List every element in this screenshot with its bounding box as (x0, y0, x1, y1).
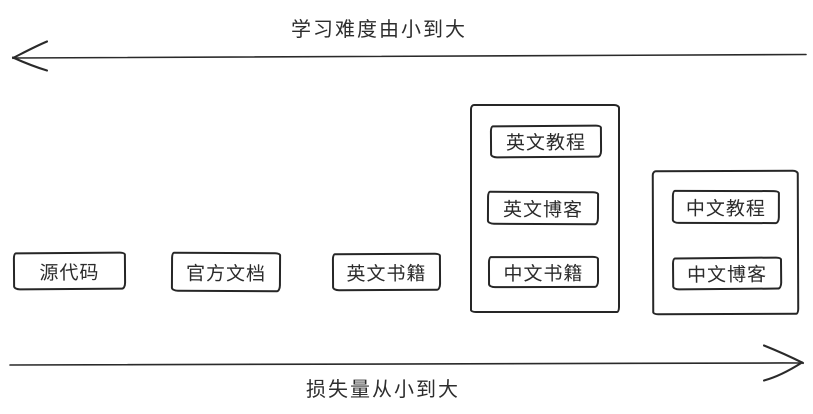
left-arrow-icon (11, 40, 807, 72)
box-chinese-books: 中文书籍 (487, 255, 600, 289)
box-chinese-tutorials-label: 中文教程 (685, 197, 766, 220)
box-chinese-books-label: 中文书籍 (503, 262, 584, 285)
box-official-docs: 官方文档 (170, 251, 282, 293)
box-english-blogs-label: 英文博客 (502, 198, 584, 221)
box-chinese-blogs: 中文博客 (671, 256, 783, 291)
bottom-axis-label: 损失量从小到大 (306, 377, 460, 401)
box-english-tutorials-label: 英文教程 (505, 131, 587, 155)
group-box-2: 中文教程 中文博客 (651, 169, 800, 316)
top-axis-label: 学习难度由小到大 (291, 17, 467, 41)
box-source-code: 源代码 (12, 251, 127, 291)
box-english-blogs: 英文博客 (486, 190, 600, 226)
group-box-1: 英文教程 英文博客 中文书籍 (470, 104, 620, 313)
box-english-books-label: 英文书籍 (346, 262, 427, 285)
box-source-code-label: 源代码 (39, 261, 100, 284)
box-english-books: 英文书籍 (331, 252, 442, 292)
box-chinese-blogs-label: 中文博客 (687, 263, 768, 287)
box-english-tutorials: 英文教程 (489, 124, 603, 159)
box-official-docs-label: 官方文档 (185, 262, 267, 285)
box-chinese-tutorials: 中文教程 (671, 189, 780, 225)
